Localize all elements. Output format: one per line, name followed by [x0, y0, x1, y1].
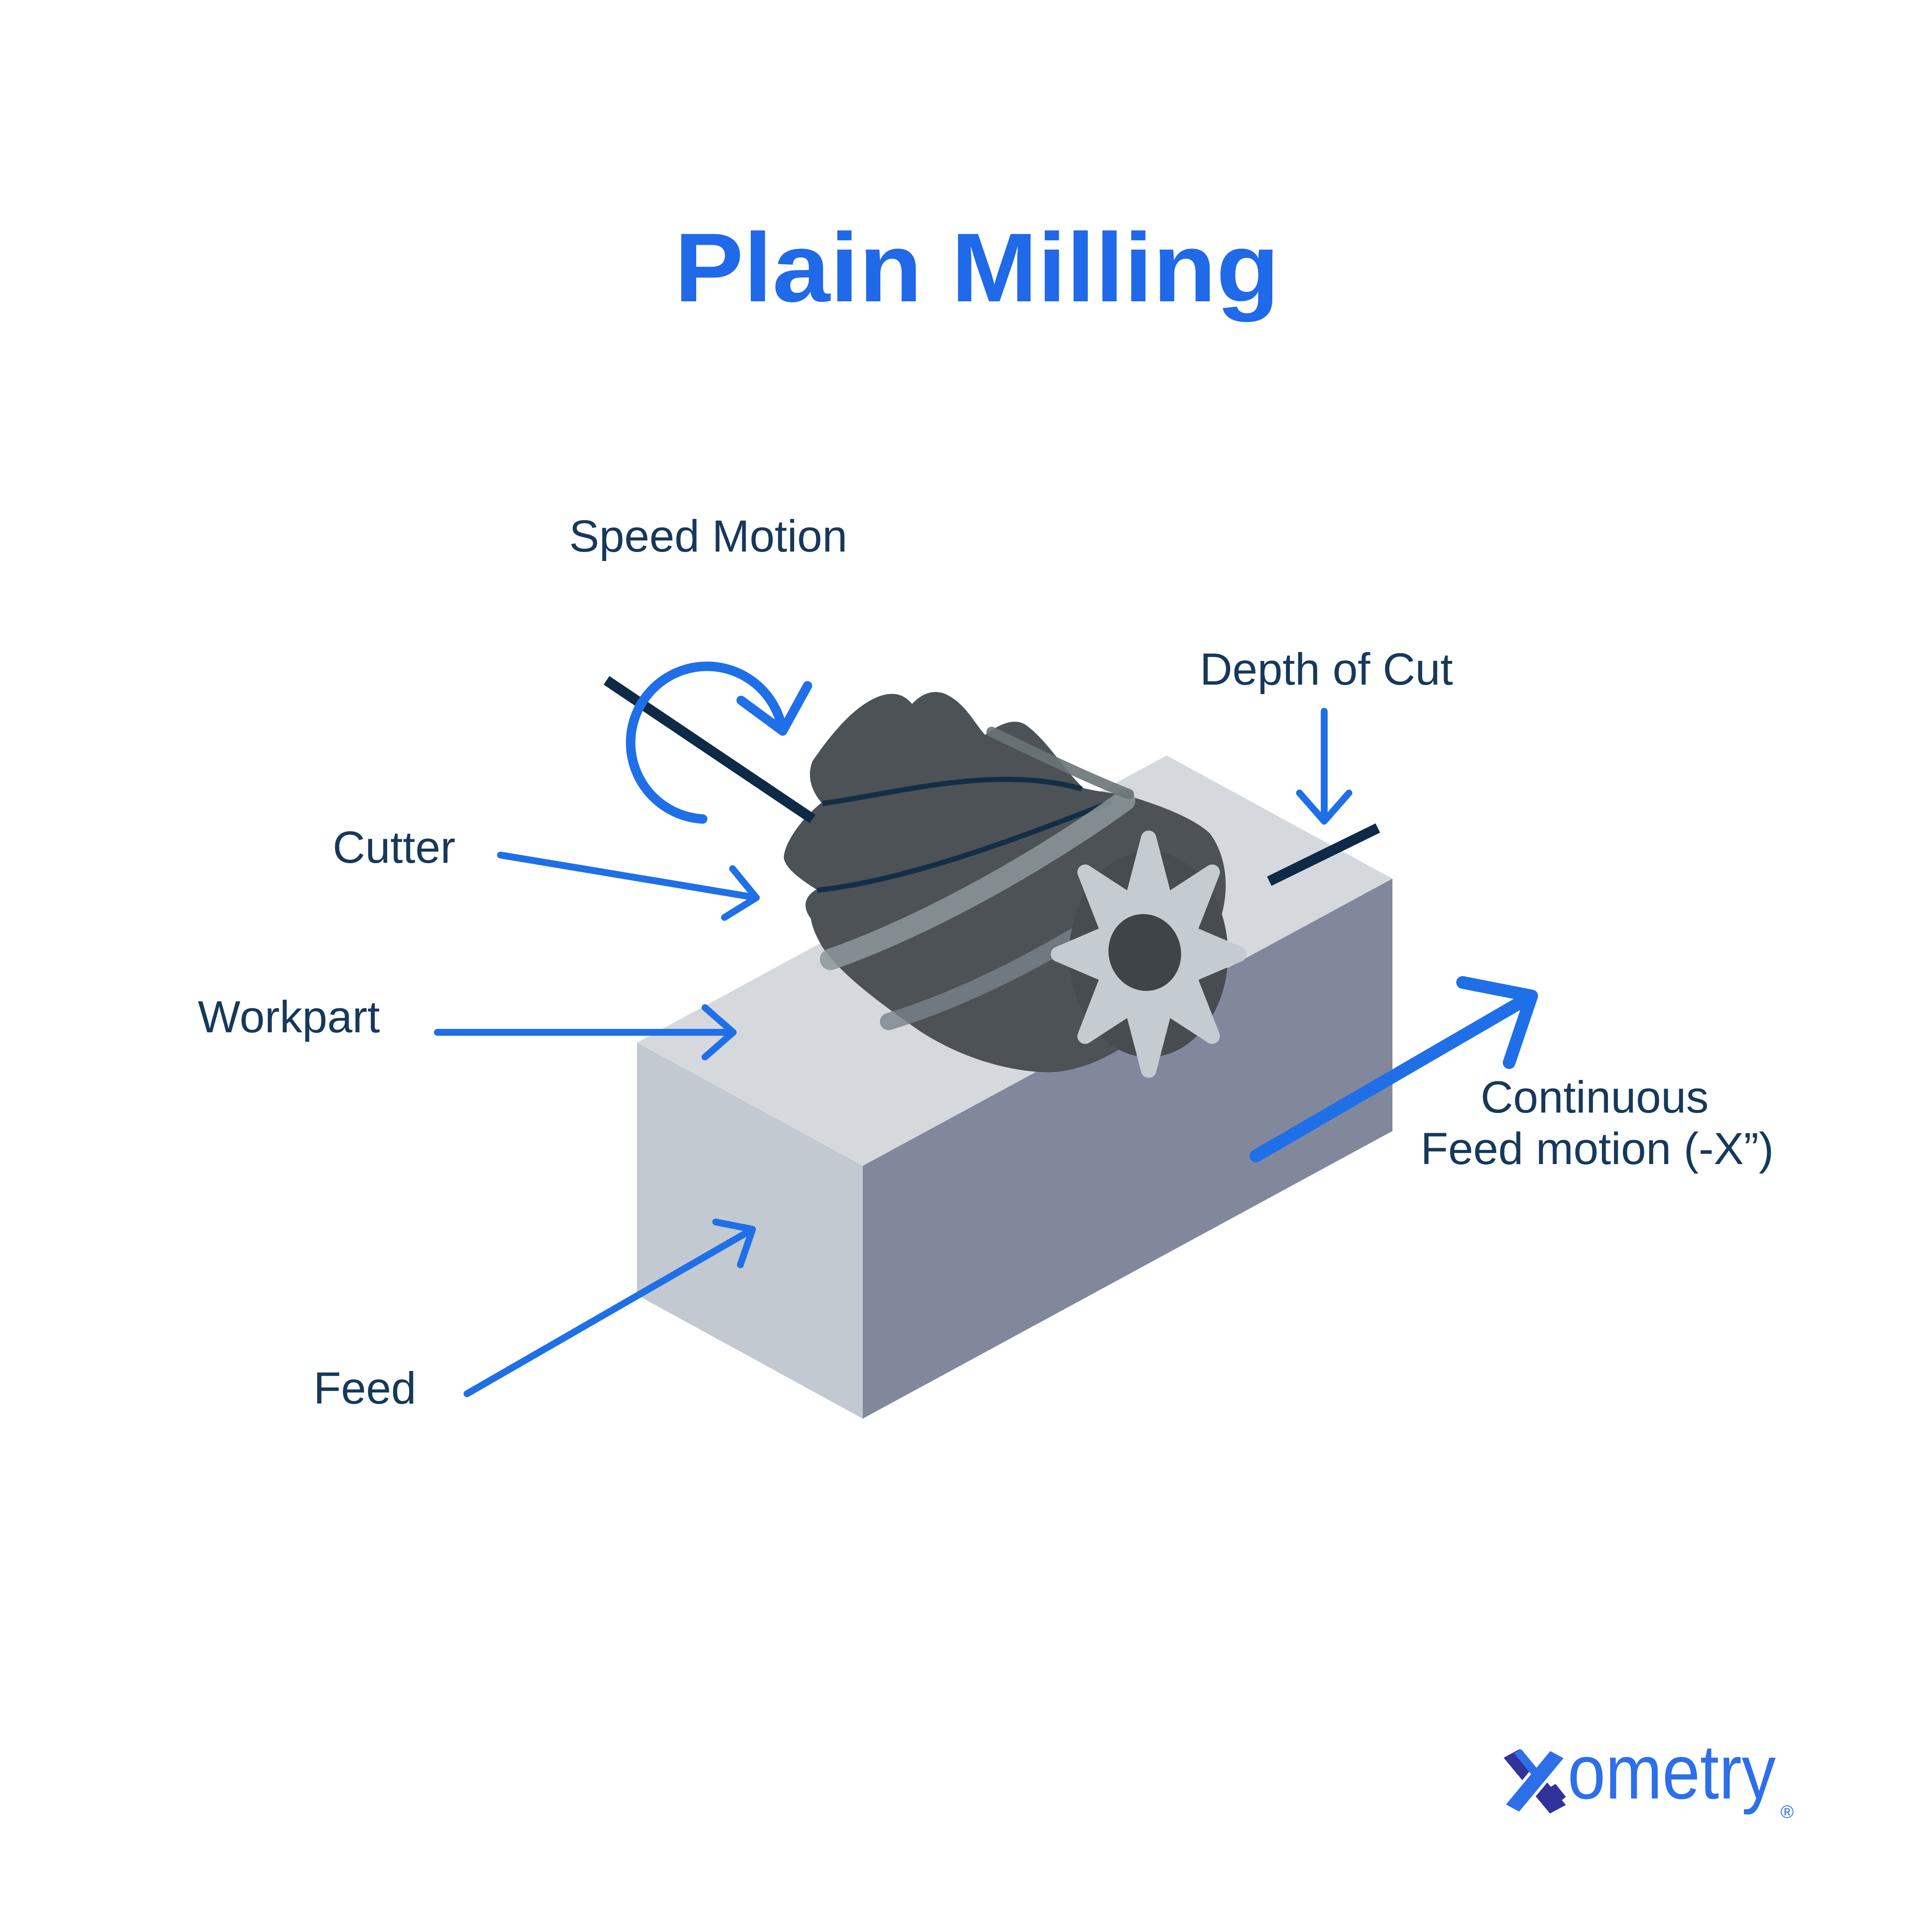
xometry-x-icon: [1501, 1747, 1568, 1816]
xometry-x-accent: [1548, 1784, 1566, 1802]
feed-label-arrow: [464, 1218, 756, 1397]
cutter-label-arrow: [497, 852, 760, 921]
continuous-feed-label-line1: Continuous: [1480, 1072, 1708, 1122]
cutter-arbor-hole: [1108, 914, 1181, 991]
continuous-feed-label-line2: Feed motion (-X”): [1421, 1124, 1774, 1174]
cutter-label: Cutter: [333, 822, 455, 873]
cutter-flute-seam: [822, 776, 1083, 806]
continuous-feed-motion-arrow: [1250, 976, 1538, 1162]
feed-label: Feed: [313, 1363, 416, 1413]
cutter-tool: [784, 692, 1247, 1078]
page-title: Plain Milling: [674, 213, 1280, 322]
xometry-logo: ometry ®: [1501, 1729, 1794, 1822]
workpart-label: Workpart: [198, 992, 380, 1042]
cutter-flute-seam: [817, 799, 1113, 893]
cutter-flute-highlight: [820, 790, 1135, 970]
xometry-wordmark: ometry: [1568, 1729, 1776, 1815]
workpart-front-face: [863, 879, 1392, 1419]
speed-motion-rotation-arrow: [626, 661, 812, 824]
depth-of-cut-tick-line: [1267, 823, 1380, 886]
cutter-flute-highlight: [986, 727, 1134, 799]
speed-motion-label: Speed Motion: [569, 511, 847, 561]
depth-of-cut-label: Depth of Cut: [1200, 644, 1453, 695]
registered-trademark-symbol: ®: [1780, 1802, 1794, 1822]
xometry-x-accent: [1514, 1749, 1539, 1775]
